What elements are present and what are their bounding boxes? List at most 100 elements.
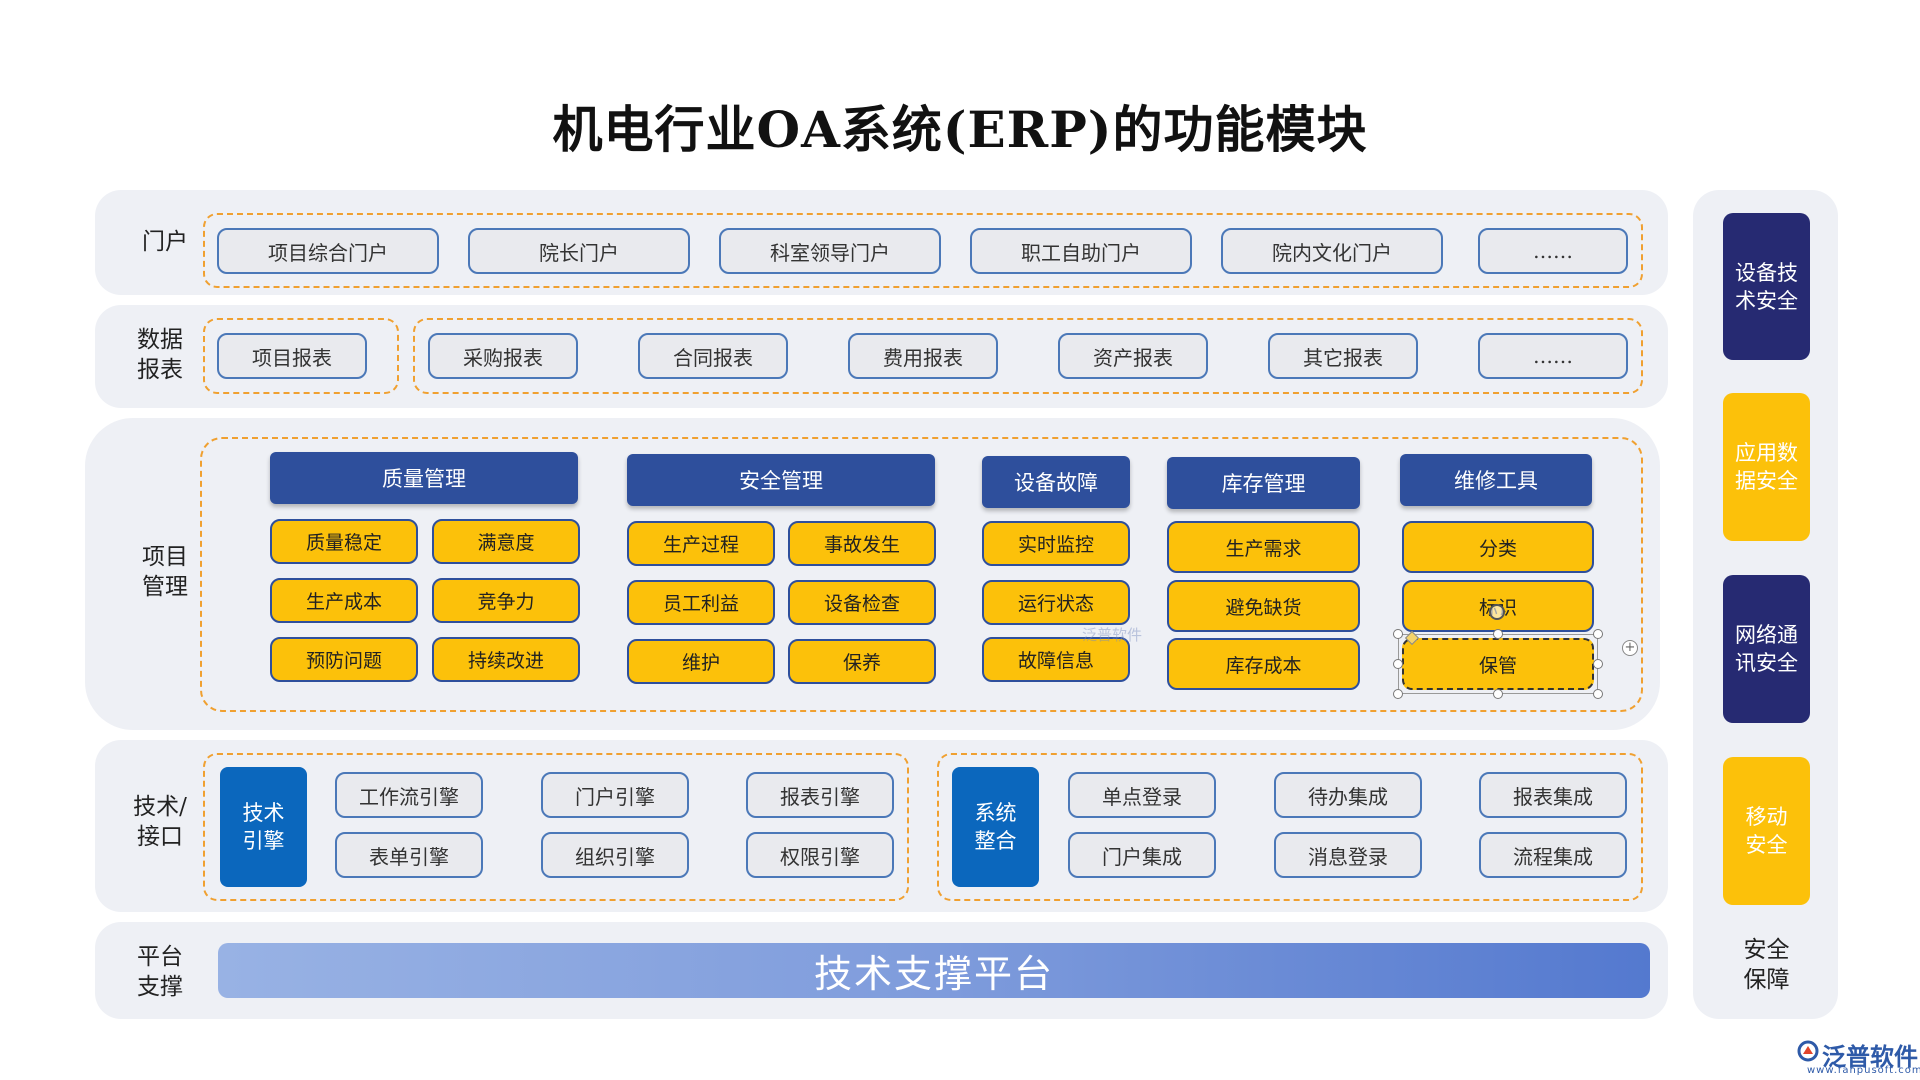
tools-item-classification[interactable]: 分类 [1402, 521, 1594, 573]
portal-dashed-group [203, 213, 1643, 288]
resize-handle-bottom-right[interactable] [1593, 689, 1603, 699]
project-report-dashed-group [203, 318, 399, 394]
safety-item-accident[interactable]: 事故发生 [788, 521, 936, 566]
brand-name: 泛普软件 [1822, 1043, 1918, 1071]
integration-dashed-group [937, 753, 1643, 901]
report-item-project[interactable]: 项目报表 [217, 333, 367, 379]
security-item-network-line1: 网络通 [1735, 623, 1798, 647]
engine-dashed-group [203, 753, 909, 901]
engine-item-report[interactable]: 报表引擎 [746, 772, 894, 818]
repair-tools-header[interactable]: 维修工具 [1400, 454, 1592, 506]
report-item-more[interactable]: …… [1478, 333, 1628, 379]
quality-item-production-cost[interactable]: 生产成本 [270, 578, 418, 623]
system-integration-block-line1: 系统 [974, 801, 1017, 825]
reports-row-label-line1: 数据 [137, 327, 183, 353]
safety-item-maintenance[interactable]: 维护 [627, 639, 775, 684]
security-item-mobile[interactable]: 移动 安全 [1723, 757, 1810, 905]
portal-item-project-portal[interactable]: 项目综合门户 [217, 228, 439, 274]
platform-row-label-line1: 平台 [137, 944, 183, 970]
safety-item-production-process[interactable]: 生产过程 [627, 521, 775, 566]
integration-item-message[interactable]: 消息登录 [1274, 832, 1422, 878]
tech-support-platform-bar[interactable]: 技术支撑平台 [218, 943, 1650, 998]
security-panel-label-line2: 保障 [1743, 967, 1790, 993]
inventory-item-inventory-cost[interactable]: 库存成本 [1167, 638, 1360, 690]
inventory-item-production-demand[interactable]: 生产需求 [1167, 521, 1360, 573]
brand-logo-icon [1797, 1040, 1819, 1062]
safety-item-upkeep[interactable]: 保养 [788, 639, 936, 684]
system-integration-block-line2: 整合 [974, 829, 1017, 853]
resize-handle-bottom[interactable] [1493, 689, 1503, 699]
quality-management-header[interactable]: 质量管理 [270, 452, 578, 504]
tech-row-label-line2: 接口 [137, 824, 183, 850]
resize-handle-right[interactable] [1593, 659, 1603, 669]
inventory-management-header[interactable]: 库存管理 [1167, 457, 1360, 509]
add-icon[interactable]: + [1622, 640, 1638, 656]
engine-item-workflow[interactable]: 工作流引擎 [335, 772, 483, 818]
integration-item-report[interactable]: 报表集成 [1479, 772, 1627, 818]
project-row-label: 项目 管理 [125, 540, 205, 604]
integration-item-todo[interactable]: 待办集成 [1274, 772, 1422, 818]
security-item-mobile-line1: 移动 [1745, 805, 1788, 829]
fault-item-running-status[interactable]: 运行状态 [982, 580, 1130, 625]
quality-item-satisfaction[interactable]: 满意度 [432, 519, 580, 564]
report-item-other[interactable]: 其它报表 [1268, 333, 1418, 379]
integration-item-portal[interactable]: 门户集成 [1068, 832, 1216, 878]
brand-url[interactable]: www.fanpusoft.com [1807, 1065, 1920, 1076]
resize-handle-top-right[interactable] [1593, 629, 1603, 639]
safety-item-equipment-inspection[interactable]: 设备检查 [788, 580, 936, 625]
report-item-asset[interactable]: 资产报表 [1058, 333, 1208, 379]
inventory-item-avoid-shortage[interactable]: 避免缺货 [1167, 580, 1360, 632]
safety-item-employee-interests[interactable]: 员工利益 [627, 580, 775, 625]
resize-handle-top-left[interactable] [1393, 629, 1403, 639]
quality-item-prevent-problems[interactable]: 预防问题 [270, 637, 418, 682]
security-item-mobile-line2: 安全 [1745, 833, 1788, 857]
report-item-contract[interactable]: 合同报表 [638, 333, 788, 379]
integration-item-sso[interactable]: 单点登录 [1068, 772, 1216, 818]
security-item-equipment-tech[interactable]: 设备技 术安全 [1723, 213, 1810, 360]
watermark-text: 泛普软件 [1082, 626, 1143, 644]
project-row-label-line1: 项目 [142, 544, 188, 570]
tech-engine-block-line2: 引擎 [242, 829, 285, 853]
security-item-application-data[interactable]: 应用数 据安全 [1723, 393, 1810, 541]
security-item-application-data-line2: 据安全 [1735, 469, 1798, 493]
equipment-fault-header[interactable]: 设备故障 [982, 456, 1130, 508]
fault-item-realtime-monitoring[interactable]: 实时监控 [982, 521, 1130, 566]
rotate-handle-icon[interactable] [1489, 604, 1505, 620]
portal-item-more[interactable]: …… [1478, 228, 1628, 274]
resize-handle-bottom-left[interactable] [1393, 689, 1403, 699]
security-panel-label-line1: 安全 [1743, 937, 1790, 963]
portal-item-dean-portal[interactable]: 院长门户 [468, 228, 690, 274]
security-item-network[interactable]: 网络通 讯安全 [1723, 575, 1810, 723]
engine-item-permission[interactable]: 权限引擎 [746, 832, 894, 878]
engine-item-form[interactable]: 表单引擎 [335, 832, 483, 878]
project-dashed-group [200, 437, 1643, 712]
quality-item-continuous-improvement[interactable]: 持续改进 [432, 637, 580, 682]
tech-engine-block[interactable]: 技术 引擎 [220, 767, 307, 887]
resize-handle-left[interactable] [1393, 659, 1403, 669]
portal-item-section-leader-portal[interactable]: 科室领导门户 [719, 228, 941, 274]
reports-row-label-line2: 报表 [137, 357, 183, 383]
security-panel-label: 安全 保障 [1723, 935, 1810, 995]
quality-item-competitiveness[interactable]: 竞争力 [432, 578, 580, 623]
report-item-expense[interactable]: 费用报表 [848, 333, 998, 379]
engine-item-organization[interactable]: 组织引擎 [541, 832, 689, 878]
selection-outline [1398, 634, 1598, 694]
platform-row-label: 平台 支撑 [120, 940, 200, 1004]
report-item-purchase[interactable]: 采购报表 [428, 333, 578, 379]
tech-row [95, 740, 1668, 912]
security-item-application-data-line1: 应用数 [1735, 441, 1798, 465]
resize-handle-top[interactable] [1493, 629, 1503, 639]
engine-item-portal[interactable]: 门户引擎 [541, 772, 689, 818]
integration-item-process[interactable]: 流程集成 [1479, 832, 1627, 878]
system-integration-block[interactable]: 系统 整合 [952, 767, 1039, 887]
reports-row-label: 数据 报表 [120, 323, 200, 387]
security-item-equipment-tech-line2: 术安全 [1735, 288, 1798, 313]
security-item-network-line2: 讯安全 [1735, 651, 1798, 675]
safety-management-header[interactable]: 安全管理 [627, 454, 935, 506]
portal-item-staff-self-service-portal[interactable]: 职工自助门户 [970, 228, 1192, 274]
portal-item-culture-portal[interactable]: 院内文化门户 [1221, 228, 1443, 274]
fault-item-fault-info[interactable]: 故障信息 [982, 637, 1130, 682]
quality-item-stability[interactable]: 质量稳定 [270, 519, 418, 564]
security-item-equipment-tech-line1: 设备技 [1735, 260, 1798, 285]
tech-row-label-line1: 技术/ [133, 794, 187, 820]
